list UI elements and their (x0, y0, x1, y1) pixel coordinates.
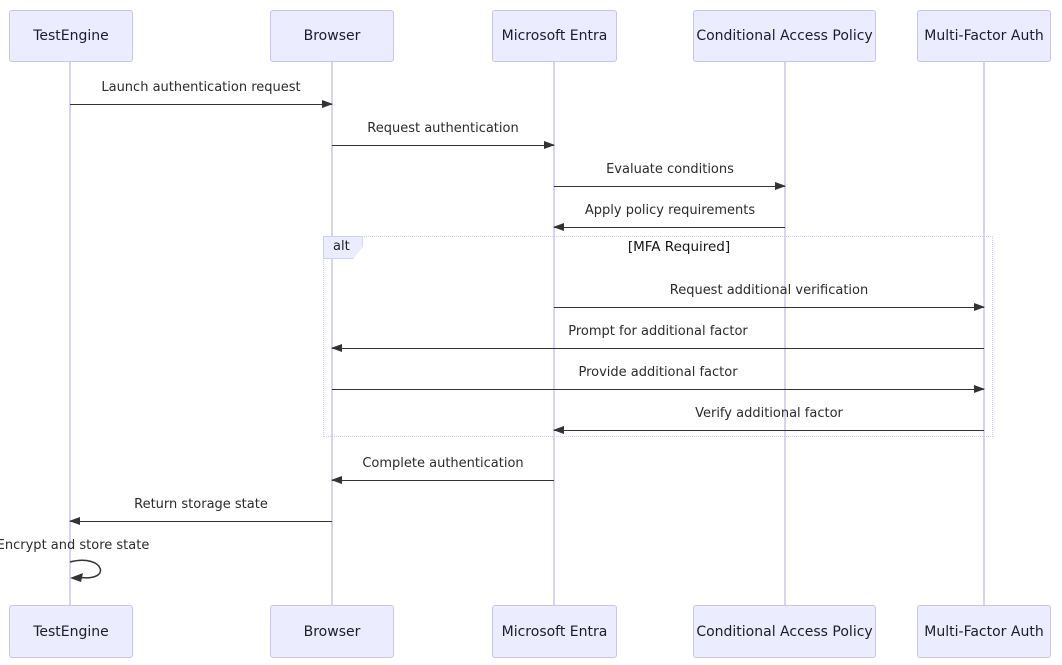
message-arrow (332, 385, 985, 393)
message-label: Apply policy requirements (584, 203, 756, 218)
message-label: Prompt for additional factor (568, 324, 748, 339)
lifeline-browser (331, 62, 333, 605)
participant-testengine-bottom: TestEngine (9, 605, 133, 658)
message-label: Return storage state (134, 497, 268, 512)
alt-condition-label: [MFA Required] (627, 239, 731, 255)
message-label: Verify additional factor (695, 406, 843, 421)
message-label: Request authentication (367, 121, 519, 136)
self-loop-arrow (69, 559, 102, 582)
message-arrow (332, 141, 555, 149)
message-arrow (554, 182, 786, 190)
lifeline-cap (784, 62, 786, 605)
message-arrow (553, 426, 984, 434)
alt-operator-label: alt (323, 236, 363, 259)
message-arrow (331, 344, 984, 352)
lifeline-testengine (69, 62, 71, 605)
participant-browser-top: Browser (270, 10, 394, 62)
message-arrow (554, 303, 985, 311)
message-label: Provide additional factor (578, 365, 738, 380)
participant-cap-bottom: Conditional Access Policy (693, 605, 876, 658)
message-arrow (69, 517, 332, 525)
message-label: Launch authentication request (101, 80, 301, 95)
participant-entra-bottom: Microsoft Entra (492, 605, 617, 658)
participant-mfa-top: Multi-Factor Auth (917, 10, 1051, 62)
message-label: Complete authentication (362, 456, 524, 471)
participant-testengine-top: TestEngine (9, 10, 133, 62)
message-arrow (553, 223, 785, 231)
message-arrow (70, 100, 333, 108)
lifeline-entra (553, 62, 555, 605)
participant-browser-bottom: Browser (270, 605, 394, 658)
message-label: Encrypt and store state (0, 538, 150, 553)
participant-entra-top: Microsoft Entra (492, 10, 617, 62)
participant-cap-top: Conditional Access Policy (693, 10, 876, 62)
message-arrow (331, 476, 554, 484)
message-label: Evaluate conditions (606, 162, 734, 177)
alt-frame (323, 236, 993, 437)
message-label: Request additional verification (669, 283, 869, 298)
participant-mfa-bottom: Multi-Factor Auth (917, 605, 1051, 658)
lifeline-mfa (983, 62, 985, 605)
